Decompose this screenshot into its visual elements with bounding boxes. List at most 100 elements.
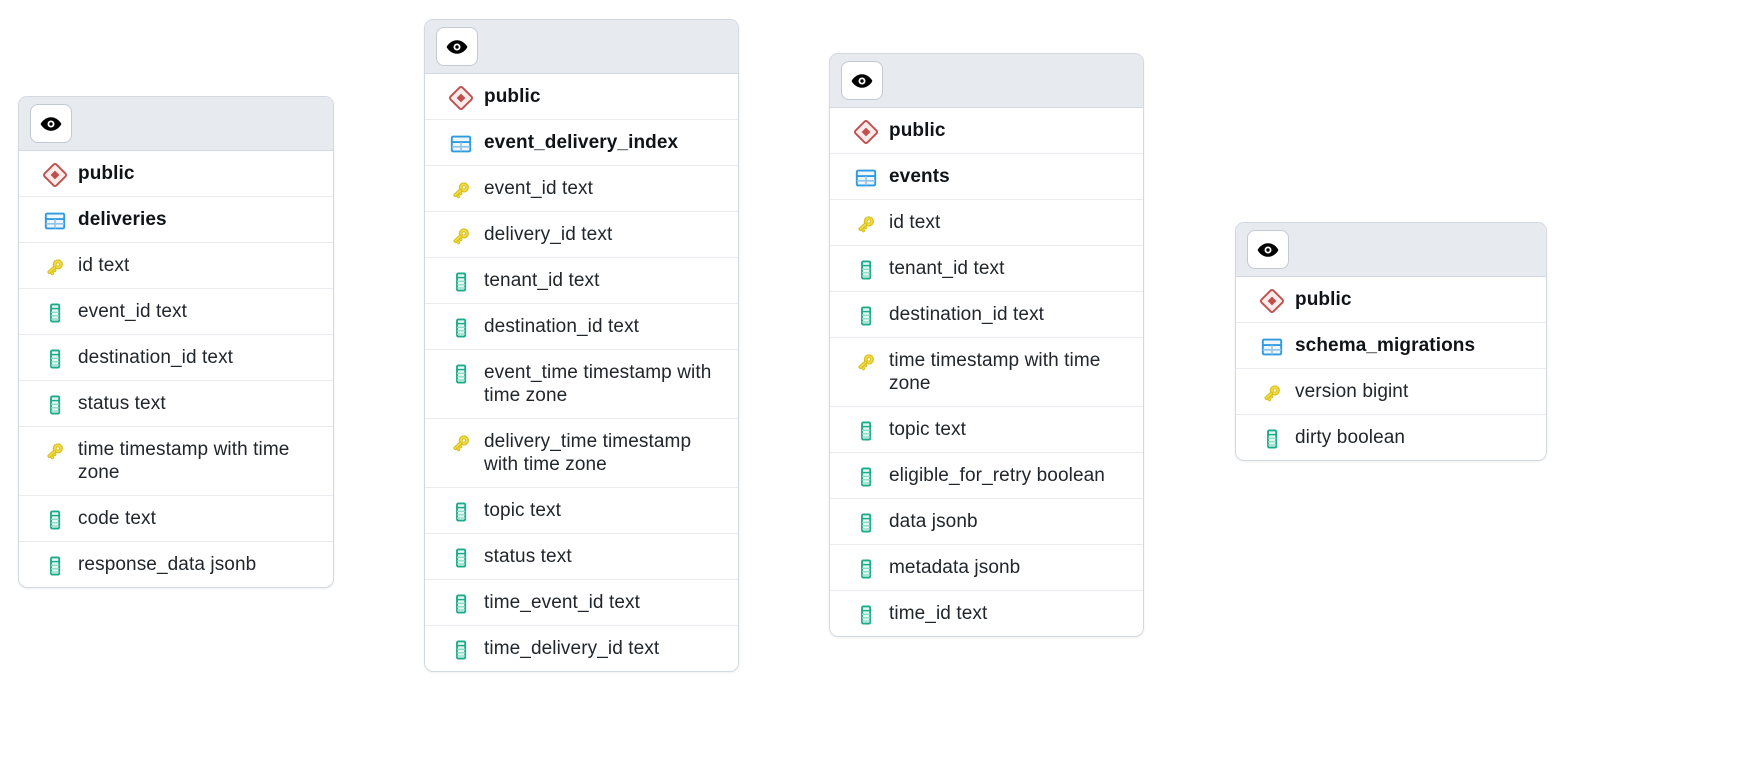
column-label: status text — [484, 546, 572, 567]
column-row[interactable]: destination_id text — [425, 304, 738, 350]
column-icon — [449, 534, 475, 570]
eye-icon[interactable] — [841, 61, 883, 100]
column-label: time timestamp with time zone — [78, 439, 290, 483]
column-row[interactable]: id text — [830, 200, 1143, 246]
column-icon — [43, 496, 69, 532]
column-row[interactable]: dirty boolean — [1236, 415, 1546, 460]
key-icon — [43, 427, 69, 463]
column-row[interactable]: event_time timestamp with time zone — [425, 350, 738, 419]
column-row[interactable]: delivery_time timestamp with time zone — [425, 419, 738, 488]
column-label: id text — [889, 212, 941, 233]
schema-row[interactable]: public — [425, 74, 738, 120]
row-title: public — [889, 120, 946, 141]
column-icon — [854, 545, 880, 581]
column-row[interactable]: topic text — [830, 407, 1143, 453]
table-card-header — [1236, 223, 1546, 277]
column-row[interactable]: id text — [19, 243, 333, 289]
column-row[interactable]: time_event_id text — [425, 580, 738, 626]
column-icon — [43, 542, 69, 578]
column-row[interactable]: event_id text — [19, 289, 333, 335]
column-row[interactable]: tenant_id text — [425, 258, 738, 304]
row-title: public — [1295, 289, 1352, 310]
table-grid-icon — [43, 197, 69, 233]
eye-icon[interactable] — [30, 104, 72, 143]
column-row[interactable]: metadata jsonb — [830, 545, 1143, 591]
column-row[interactable]: version bigint — [1236, 369, 1546, 415]
column-icon — [449, 580, 475, 616]
column-label: delivery_time timestamp with time zone — [484, 431, 692, 475]
column-label: dirty boolean — [1295, 427, 1406, 448]
schema-diamond-icon — [1260, 277, 1286, 313]
schema-diamond-icon — [854, 108, 880, 144]
column-icon — [43, 381, 69, 417]
column-label: version bigint — [1295, 381, 1409, 402]
column-icon — [854, 292, 880, 328]
column-icon — [449, 626, 475, 662]
column-row[interactable]: topic text — [425, 488, 738, 534]
column-row[interactable]: destination_id text — [830, 292, 1143, 338]
column-label: event_id text — [78, 301, 188, 322]
table-card-header — [830, 54, 1143, 108]
table-card-event_delivery_index: public event_delivery_index event_id text d… — [424, 19, 739, 672]
schema-diamond-icon — [43, 151, 69, 187]
row-title: public — [484, 86, 541, 107]
column-label: tenant_id text — [484, 270, 600, 291]
key-icon — [854, 200, 880, 236]
column-row[interactable]: destination_id text — [19, 335, 333, 381]
schema-row[interactable]: public — [1236, 277, 1546, 323]
column-label: destination_id text — [78, 347, 234, 368]
column-row[interactable]: event_id text — [425, 166, 738, 212]
schema-row[interactable]: public — [19, 151, 333, 197]
column-label: event_id text — [484, 178, 594, 199]
column-row[interactable]: delivery_id text — [425, 212, 738, 258]
column-icon — [43, 289, 69, 325]
table-card-header — [425, 20, 738, 74]
column-icon — [449, 304, 475, 340]
column-row[interactable]: status text — [19, 381, 333, 427]
eye-icon[interactable] — [1247, 230, 1289, 269]
column-label: tenant_id text — [889, 258, 1005, 279]
column-icon — [854, 246, 880, 282]
key-icon — [449, 419, 475, 455]
table-card-events: public events id text tenant_id text destina… — [829, 53, 1144, 637]
column-label: response_data jsonb — [78, 554, 257, 575]
column-row[interactable]: code text — [19, 496, 333, 542]
table-name-row[interactable]: event_delivery_index — [425, 120, 738, 166]
column-row[interactable]: eligible_for_retry boolean — [830, 453, 1143, 499]
column-row[interactable]: time timestamp with time zone — [830, 338, 1143, 407]
column-icon — [449, 350, 475, 386]
eye-icon[interactable] — [436, 27, 478, 66]
key-icon — [43, 243, 69, 279]
column-row[interactable]: time_delivery_id text — [425, 626, 738, 671]
column-row[interactable]: status text — [425, 534, 738, 580]
column-label: event_time timestamp with time zone — [484, 362, 712, 406]
table-name-row[interactable]: schema_migrations — [1236, 323, 1546, 369]
table-name-row[interactable]: events — [830, 154, 1143, 200]
schema-row[interactable]: public — [830, 108, 1143, 154]
column-icon — [43, 335, 69, 371]
column-row[interactable]: time_id text — [830, 591, 1143, 636]
table-grid-icon — [1260, 323, 1286, 359]
column-row[interactable]: data jsonb — [830, 499, 1143, 545]
key-icon — [1260, 369, 1286, 405]
column-row[interactable]: time timestamp with time zone — [19, 427, 333, 496]
table-grid-icon — [449, 120, 475, 156]
column-label: time timestamp with time zone — [889, 350, 1101, 394]
column-label: eligible_for_retry boolean — [889, 465, 1105, 486]
column-icon — [854, 591, 880, 627]
column-row[interactable]: response_data jsonb — [19, 542, 333, 587]
row-title: public — [78, 163, 135, 184]
table-name-row[interactable]: deliveries — [19, 197, 333, 243]
key-icon — [854, 338, 880, 374]
column-label: destination_id text — [484, 316, 640, 337]
schema-diamond-icon — [449, 74, 475, 110]
column-icon — [854, 407, 880, 443]
key-icon — [449, 212, 475, 248]
table-grid-icon — [854, 154, 880, 190]
column-row[interactable]: tenant_id text — [830, 246, 1143, 292]
column-icon — [1260, 415, 1286, 451]
column-label: topic text — [484, 500, 562, 521]
